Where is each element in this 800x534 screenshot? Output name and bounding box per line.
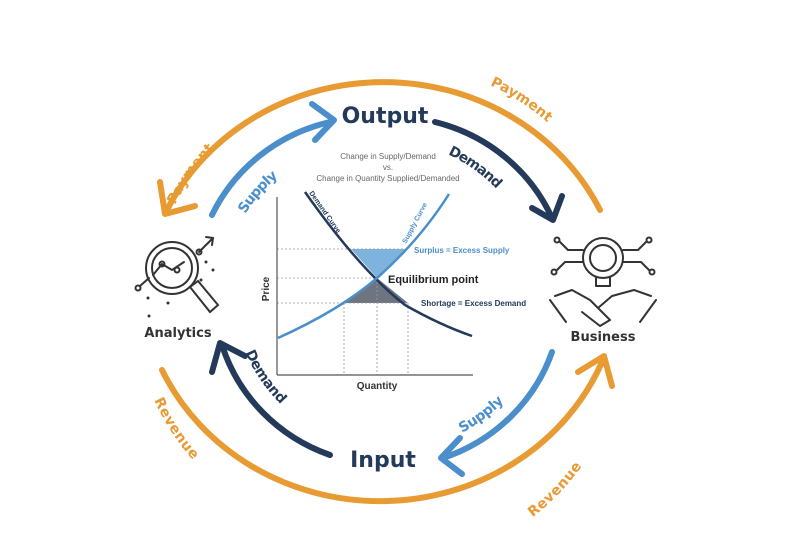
business-label: Business [571, 330, 636, 345]
payment-label-right: Payment [488, 74, 555, 126]
chart-title-line3: Change in Quantity Supplied/Demanded [316, 174, 459, 183]
demand-curve [303, 191, 473, 338]
payment-label-left: Payment [164, 140, 217, 206]
payment-arc [165, 79, 603, 213]
output-label: Output [342, 104, 429, 129]
surplus-area [351, 249, 407, 278]
magnifier-chart-icon [134, 236, 220, 318]
demand-top-arrowhead [529, 193, 565, 223]
input-label: Input [350, 448, 416, 473]
payment-revenue-loop [157, 79, 615, 505]
equilibrium-label: Equilibrium point [388, 274, 479, 286]
x-axis-label: Quantity [357, 381, 398, 392]
supply-demand-chart: Change in Supply/Demand vs. Change in Qu… [261, 152, 526, 392]
shortage-area [344, 278, 408, 303]
revenue-arc [159, 359, 605, 505]
supply-top-arc [209, 119, 333, 218]
revenue-label-left: Revenue [150, 395, 201, 463]
supply-curve [277, 193, 451, 340]
supply-bottom-arc [440, 349, 555, 461]
supply-top-arrowhead [309, 101, 337, 143]
demand-top-arc [432, 119, 555, 221]
revenue-arrowhead [575, 353, 615, 389]
analytics-label: Analytics [144, 326, 211, 341]
y-axis-label: Price [261, 276, 272, 301]
revenue-label-right: Revenue [525, 459, 585, 521]
payment-arrowhead [157, 179, 198, 217]
supply-bottom-arrowhead [438, 435, 465, 477]
chart-title-line2: vs. [383, 163, 393, 172]
shortage-label: Shortage = Excess Demand [421, 299, 526, 308]
demand-bottom-arc [219, 342, 333, 458]
guide-lines [277, 248, 409, 375]
surplus-label: Surplus = Excess Supply [414, 246, 510, 255]
demand-bottom-arrowhead [209, 340, 248, 375]
handshake-idea-icon [549, 236, 657, 327]
demand-curve-label: Demand Curve [307, 190, 341, 235]
chart-title-line1: Change in Supply/Demand [340, 152, 436, 161]
